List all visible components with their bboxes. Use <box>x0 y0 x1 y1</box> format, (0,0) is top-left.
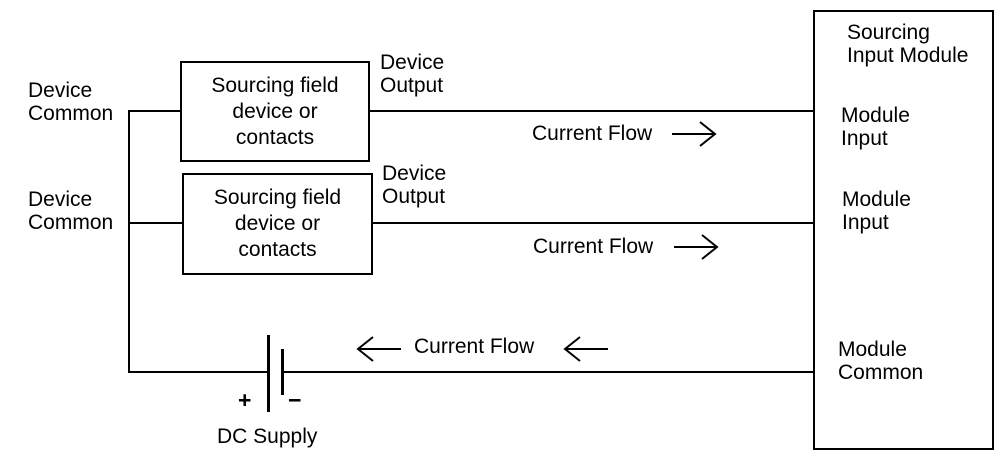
current-flow-label-bottom: Current Flow <box>414 335 535 358</box>
battery-negative-plate-icon <box>281 349 284 395</box>
dc-supply-label: DC Supply <box>217 425 318 448</box>
wire-return-left-segment <box>128 371 268 373</box>
sourcing-input-module-box <box>813 10 994 450</box>
battery-positive-plate-icon <box>267 335 270 412</box>
field-device-box-2-label: Sourcing field device or contacts <box>213 186 342 261</box>
device-output-label-1: Device Output <box>380 51 445 97</box>
wire-device-common-2 <box>128 222 183 224</box>
wire-return-right-segment <box>283 371 814 373</box>
field-device-box-1: Sourcing field device or contacts <box>180 61 370 162</box>
module-title: Sourcing Input Module <box>847 21 969 67</box>
wire-device-output-1 <box>369 110 814 112</box>
field-device-box-1-label: Sourcing field device or contacts <box>211 73 339 149</box>
device-common-label-2: Device Common <box>28 188 114 234</box>
device-common-label-1: Device Common <box>28 79 114 125</box>
wire-device-output-2 <box>372 222 814 224</box>
module-common-terminal: Module Common <box>838 338 924 384</box>
wire-common-bus-vertical <box>128 110 130 373</box>
wire-device-common-1 <box>128 110 181 112</box>
left-arrow-icon <box>563 336 608 362</box>
field-device-box-2: Sourcing field device or contacts <box>182 173 373 275</box>
battery-plus-sign: + <box>238 387 252 413</box>
module-input-terminal-2: Module Input <box>842 188 911 234</box>
battery-minus-sign: − <box>288 387 302 413</box>
right-arrow-icon <box>672 121 717 147</box>
device-output-label-2: Device Output <box>382 162 447 208</box>
module-input-terminal-1: Module Input <box>841 104 910 150</box>
current-flow-label-middle: Current Flow <box>533 235 654 258</box>
current-flow-label-top: Current Flow <box>532 122 653 145</box>
left-arrow-icon <box>356 336 401 362</box>
right-arrow-icon <box>674 234 719 260</box>
